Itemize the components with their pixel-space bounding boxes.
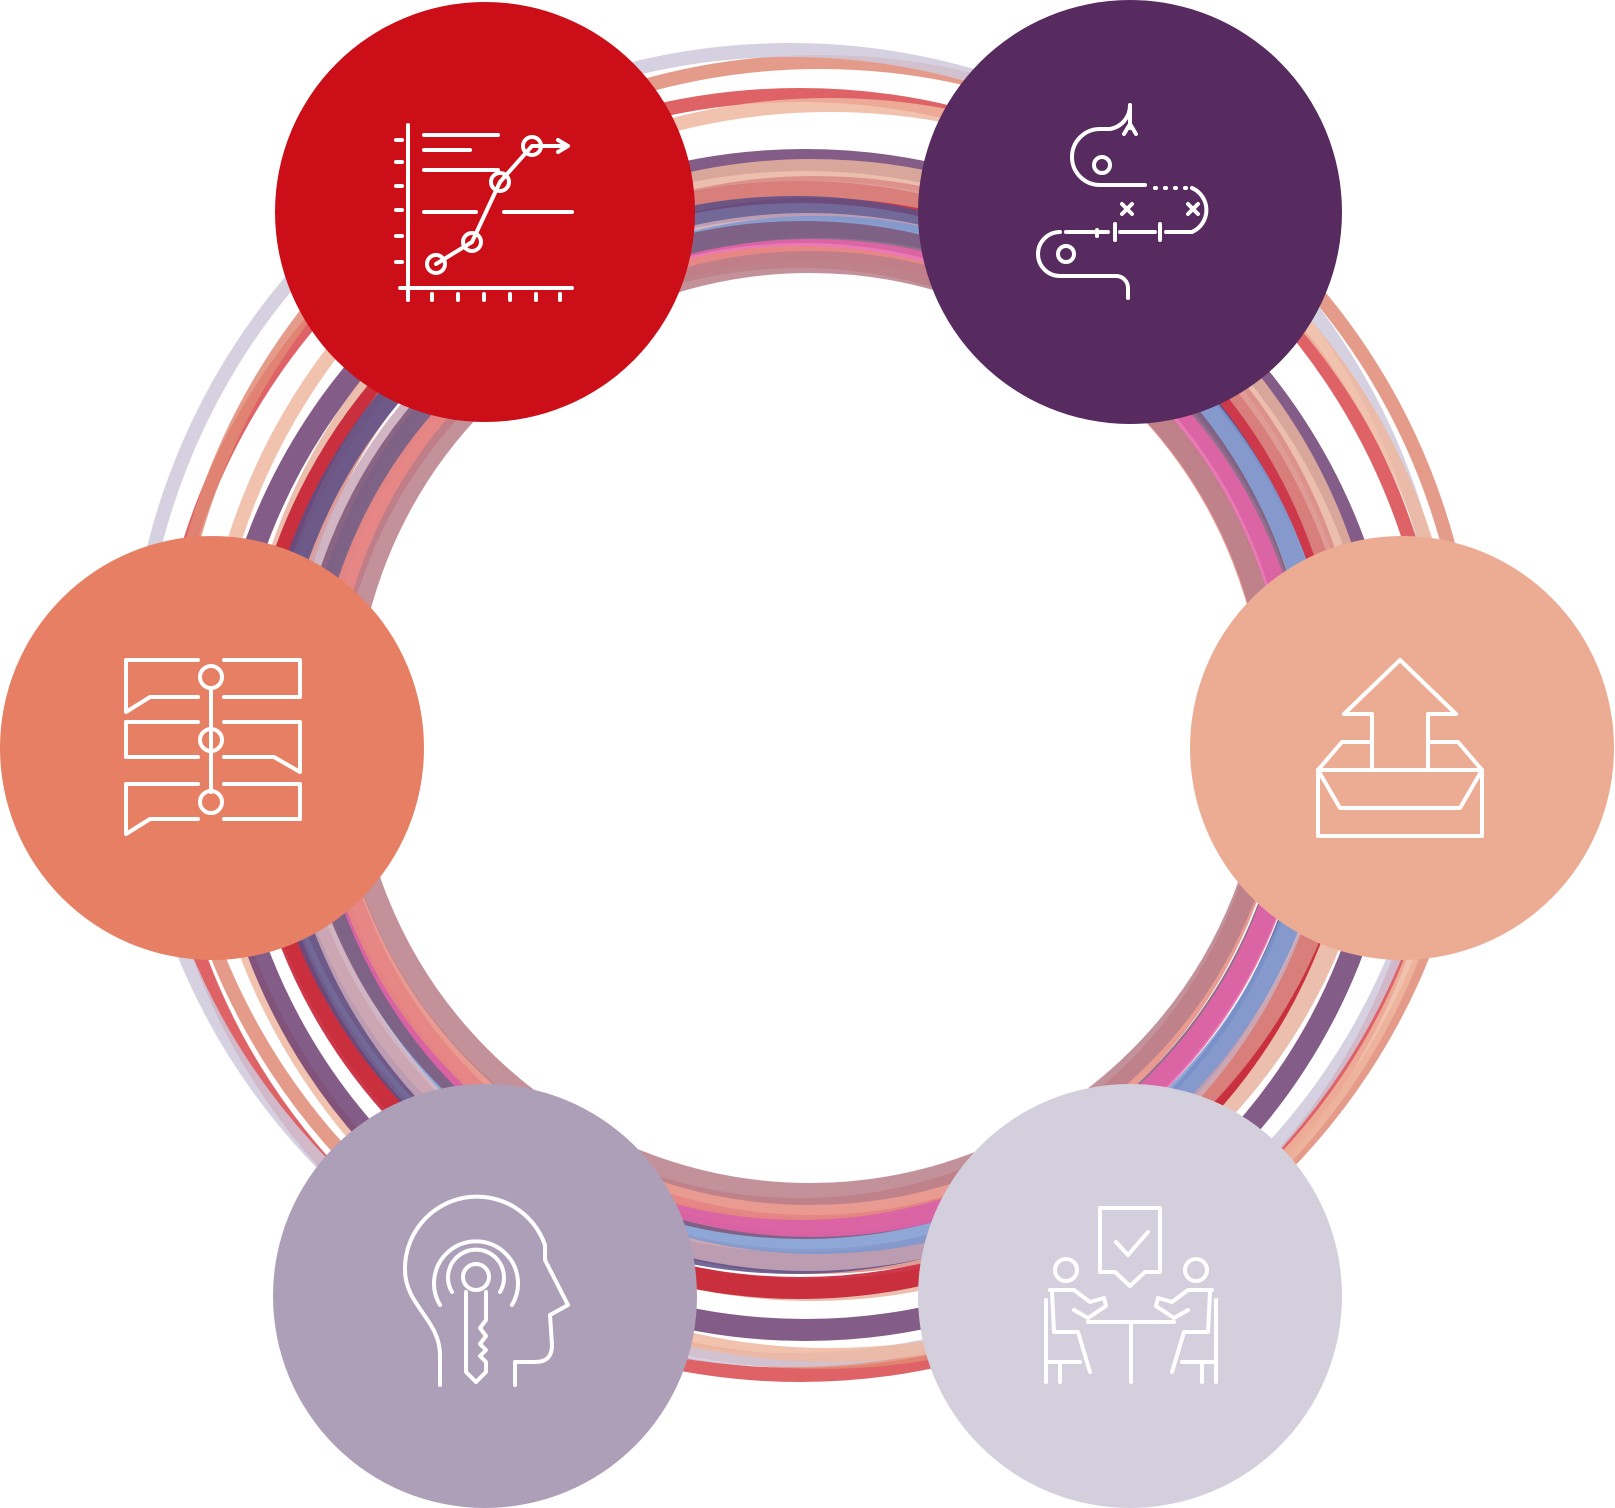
line-chart-icon xyxy=(394,123,574,302)
outbox-upload-icon xyxy=(1316,658,1484,838)
node-insight xyxy=(273,1084,697,1508)
node-strategy xyxy=(918,0,1342,424)
node-export xyxy=(1190,536,1614,960)
node-analytics xyxy=(275,2,695,422)
node-export-circle xyxy=(1190,536,1614,960)
head-key-icon xyxy=(402,1194,570,1387)
node-timeline xyxy=(0,536,424,960)
timeline-comments-icon xyxy=(124,658,302,836)
node-meeting-circle xyxy=(918,1084,1342,1508)
meeting-approval-icon xyxy=(1044,1206,1218,1384)
node-meeting xyxy=(918,1084,1342,1508)
strategy-path-icon xyxy=(1036,103,1209,300)
